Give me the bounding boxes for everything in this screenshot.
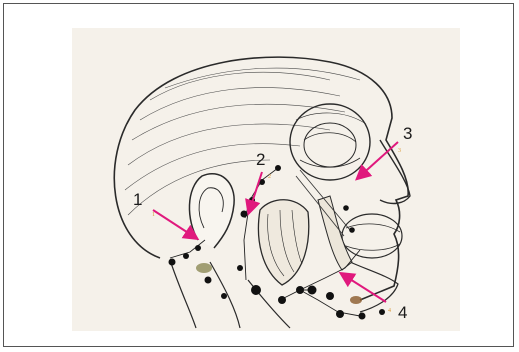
lymph-node (275, 165, 281, 171)
label-3: 3 (403, 124, 412, 143)
lymph-node (296, 286, 304, 294)
lymph-node (237, 265, 243, 271)
print-number-2: 2 (268, 174, 271, 180)
parotid-region-mark (196, 263, 212, 273)
lymph-node (379, 309, 385, 315)
lymph-node (349, 227, 355, 233)
label-2: 2 (256, 150, 265, 169)
lymph-node (278, 296, 286, 304)
label-1: 1 (133, 190, 142, 209)
lymph-node (205, 277, 212, 284)
lymph-node (336, 310, 344, 318)
print-number-1: 1 (152, 212, 155, 218)
label-4: 4 (398, 303, 407, 322)
lymph-node (195, 245, 201, 251)
submandibular-region-mark (350, 296, 362, 304)
lymph-node (343, 205, 349, 211)
print-number-3: 3 (398, 148, 401, 154)
lymph-node (308, 286, 317, 295)
lymph-node (326, 292, 334, 300)
print-number-4: 4 (388, 308, 391, 314)
lymph-node (169, 259, 176, 266)
lymph-node (221, 293, 227, 299)
lymph-node (241, 211, 248, 218)
lymph-node (359, 313, 366, 320)
lymph-node (183, 253, 189, 259)
lymph-node (251, 285, 261, 295)
drawing-background (72, 28, 460, 331)
